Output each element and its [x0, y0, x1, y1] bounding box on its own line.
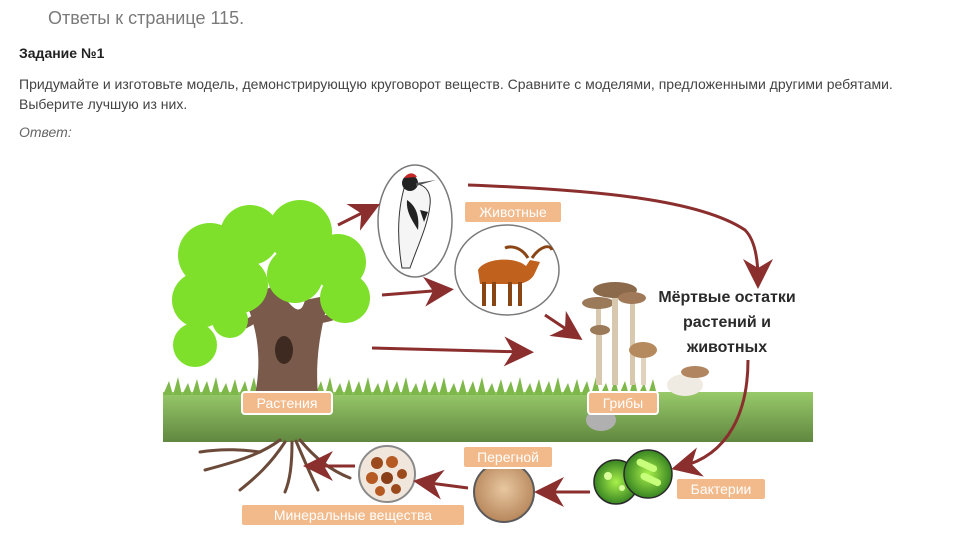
page-heading: Ответы к странице 115. — [48, 8, 245, 28]
arrow-humus-to-minerals — [413, 469, 469, 500]
arrow-moose-to-fungi — [544, 310, 583, 340]
svg-text:животных: животных — [686, 339, 767, 356]
svg-text:Бактерии: Бактерии — [691, 481, 752, 497]
minerals-image — [358, 445, 416, 503]
svg-text:Животные: Животные — [479, 204, 547, 220]
cycle-arrows — [303, 183, 773, 507]
answer-label: Ответ: — [19, 124, 72, 140]
humus-image — [473, 461, 535, 523]
svg-text:Минеральные вещества: Минеральные вещества — [274, 507, 432, 523]
tree-roots — [198, 438, 352, 494]
moose-image — [454, 224, 560, 316]
label-animals: Животные — [463, 200, 563, 224]
svg-text:Растения: Растения — [257, 395, 318, 411]
label-humus: Перегной — [462, 445, 554, 469]
label-fungi: Грибы — [587, 391, 659, 415]
arrow-animals-to-remains — [467, 183, 773, 289]
task-text: Придумайте и изготовьте модель, демонстр… — [19, 76, 893, 112]
task-title: Задание №1 — [19, 45, 105, 61]
svg-text:Грибы: Грибы — [603, 395, 643, 411]
bacteria-image — [593, 449, 673, 505]
svg-text:растений и: растений и — [683, 314, 771, 331]
svg-text:Мёртвые остатки: Мёртвые остатки — [658, 289, 795, 306]
label-plants: Растения — [241, 391, 333, 415]
mushrooms-image — [582, 282, 709, 431]
woodpecker-image — [377, 164, 453, 278]
arrow-plants-to-fungi — [371, 336, 534, 367]
svg-text:Перегной: Перегной — [477, 449, 539, 465]
label-minerals: Минеральные вещества — [240, 503, 466, 527]
arrow-plants-to-moose — [381, 276, 454, 307]
label-bacteria: Бактерии — [675, 477, 767, 501]
arrow-plants-to-woodpecker — [337, 203, 381, 231]
arrow-remains-to-bacteria — [671, 359, 750, 477]
tree-foliage — [172, 200, 370, 367]
dead-remains-caption: Мёртвые остатки растений и животных — [658, 289, 795, 356]
